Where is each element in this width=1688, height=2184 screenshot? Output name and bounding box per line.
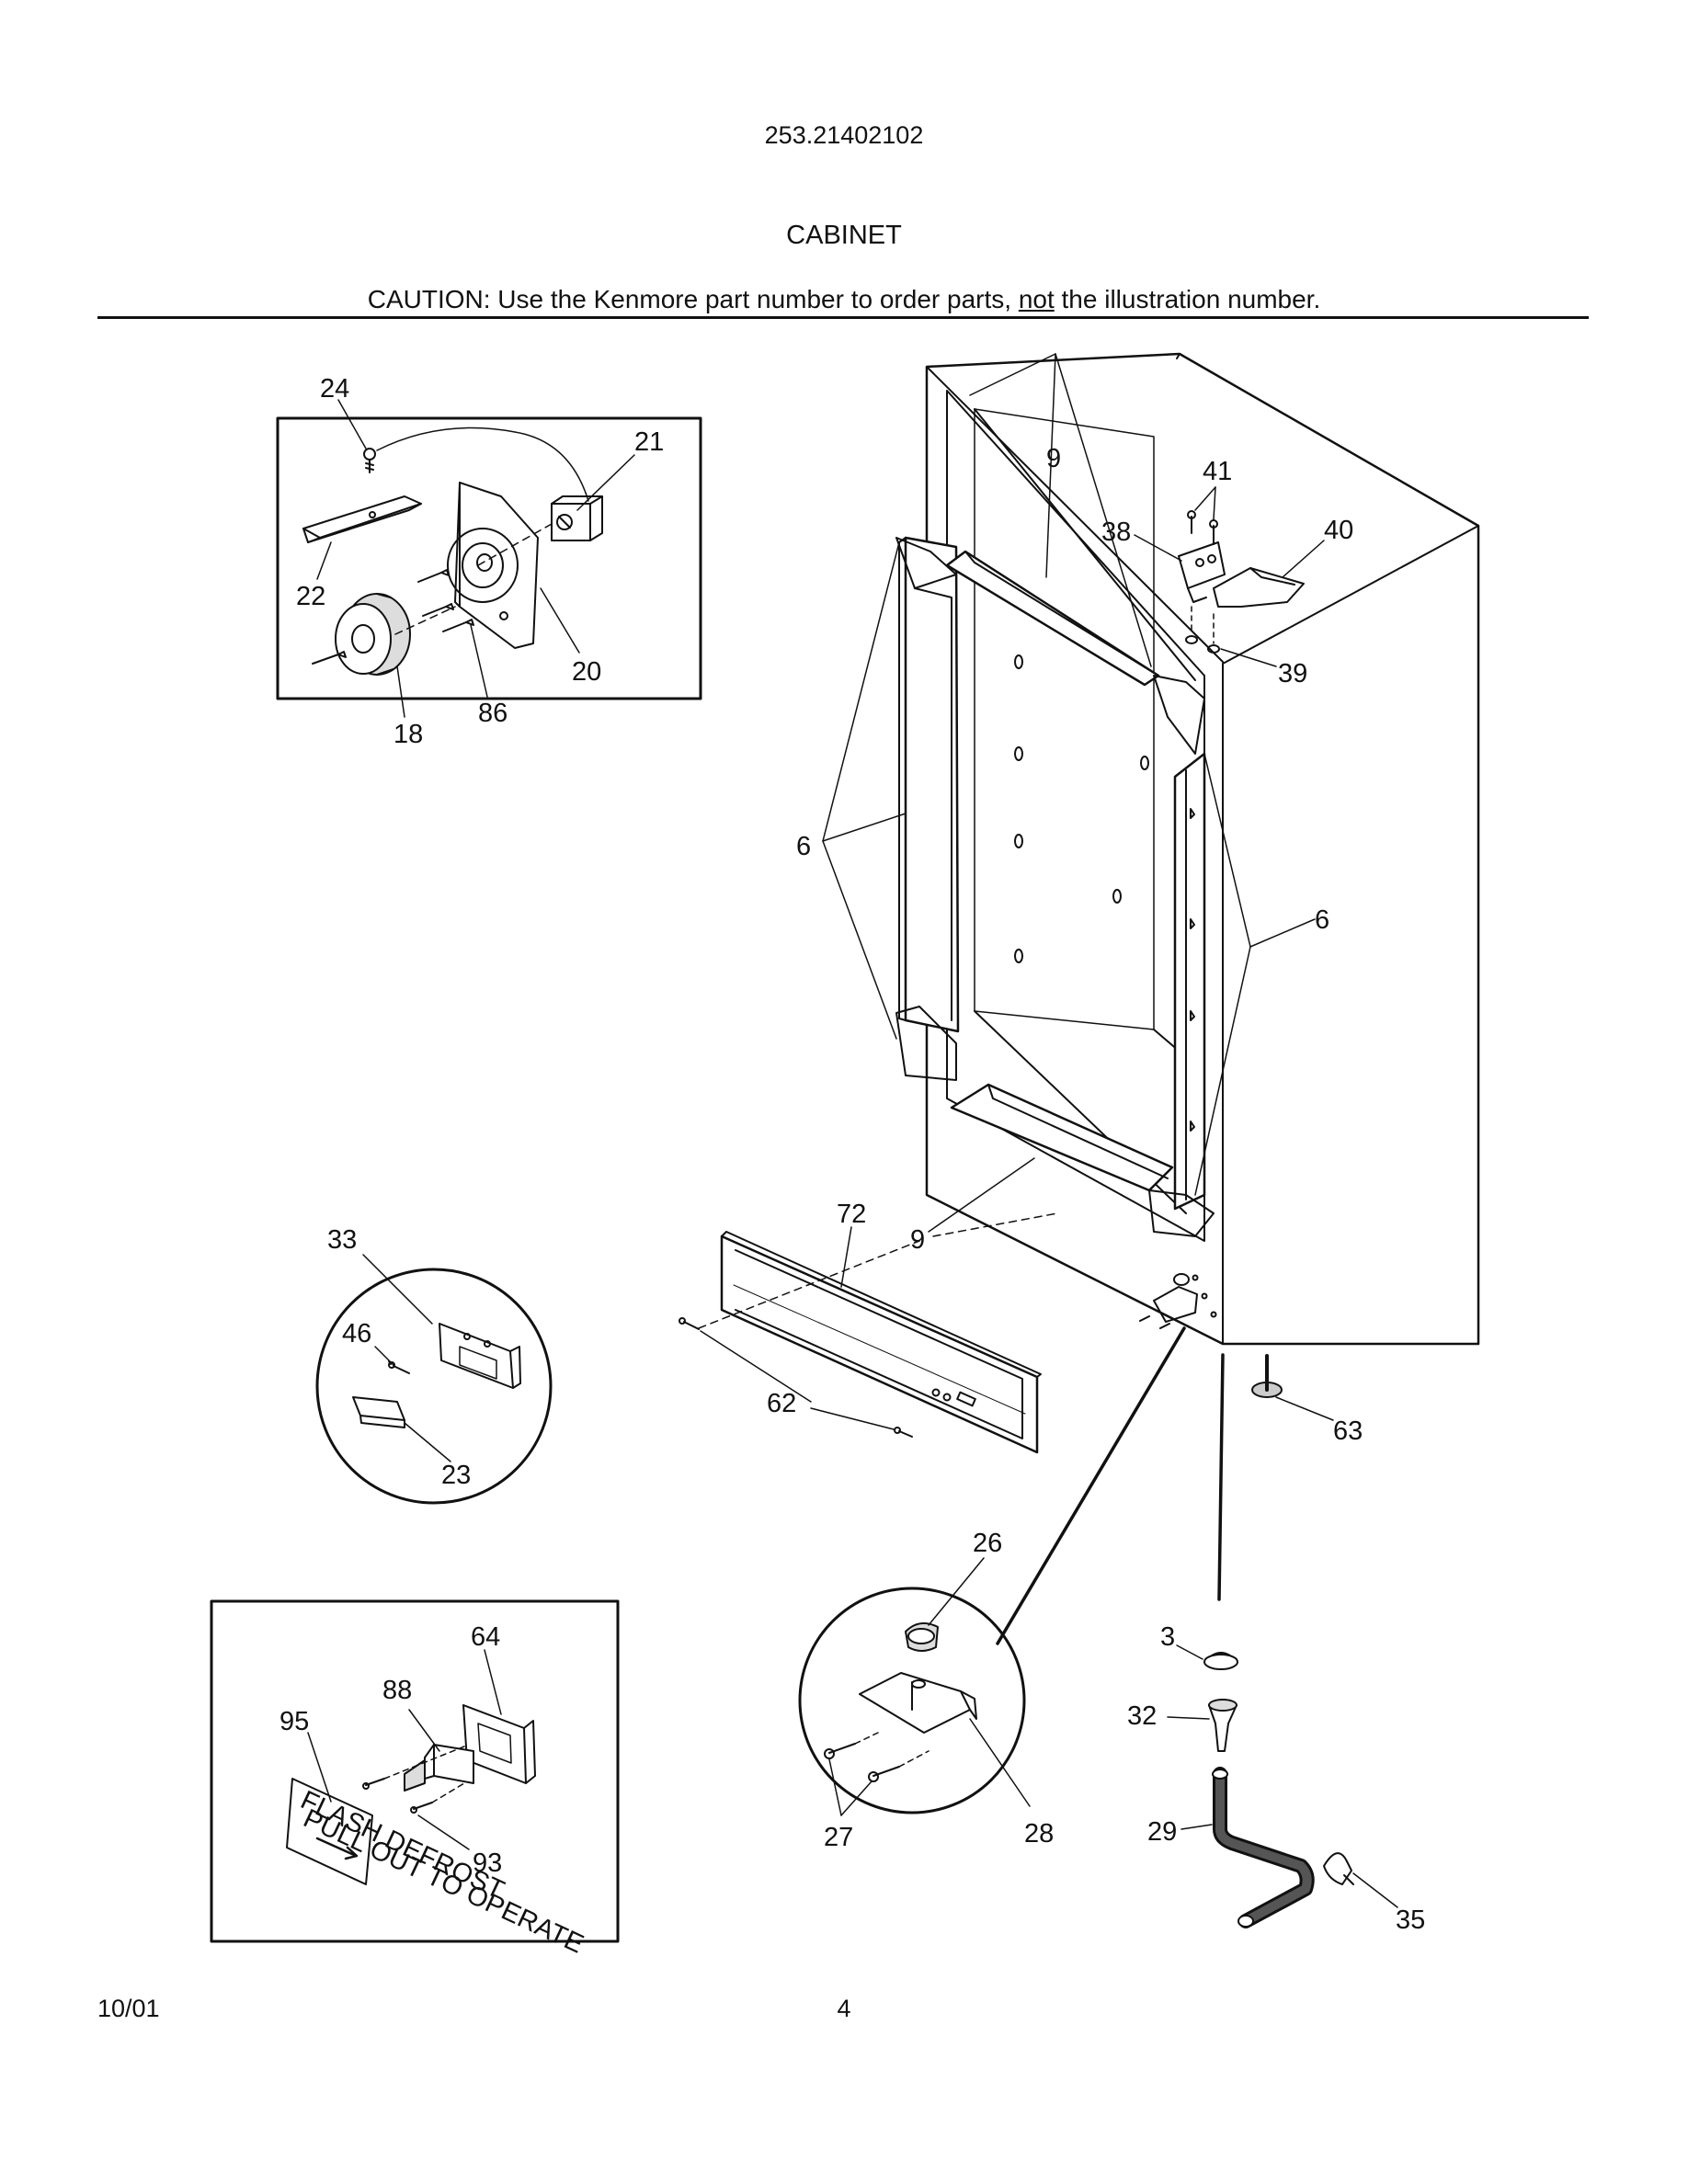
control-assembly-inset [276, 399, 702, 718]
callout-35: 35 [1396, 1905, 1425, 1935]
hinge-detail-leader [996, 1326, 1186, 1645]
gasket-top-9 [945, 550, 1160, 687]
callout-26: 26 [973, 1529, 1002, 1558]
gasket-right-6 [1173, 752, 1206, 1211]
callout-22: 22 [296, 582, 325, 611]
hinge-circle-leaders [828, 1557, 1031, 1816]
hinge-detail-circle [798, 1587, 1026, 1814]
callout-23: 23 [441, 1461, 471, 1490]
callout-32: 32 [1127, 1701, 1157, 1731]
callout-3: 3 [1160, 1622, 1175, 1652]
mounting-plate-20 [447, 482, 539, 649]
callout-20: 20 [572, 657, 601, 687]
callout-72: 72 [837, 1200, 866, 1229]
callout-88: 88 [382, 1676, 412, 1705]
page-number: 4 [837, 1995, 851, 2022]
toe-grille-72 [720, 1231, 1042, 1454]
corner-piece-bottom-right [1148, 1189, 1215, 1237]
callout-38: 38 [1101, 518, 1131, 547]
screw-24 [363, 448, 376, 473]
caution-text-end: the illustration number. [1054, 285, 1321, 313]
inset-leaders [316, 399, 635, 718]
caution-note: CAUTION: Use the Kenmore part number to … [0, 285, 1688, 314]
cabinet-body [925, 352, 1480, 1346]
callout-39: 39 [1278, 659, 1307, 688]
callout-9-bottom: 9 [910, 1225, 925, 1255]
callout-63: 63 [1333, 1416, 1363, 1446]
defrost-switch-inset [210, 1599, 620, 1943]
callout-33: 33 [327, 1225, 357, 1255]
corner-piece-top-left [895, 537, 957, 589]
screws-86 [312, 569, 474, 665]
callout-93: 93 [473, 1848, 502, 1878]
leg-parts [1167, 1644, 1398, 1928]
callout-62: 62 [767, 1389, 796, 1418]
gasket-left-6 [898, 536, 960, 1033]
callout-41: 41 [1203, 457, 1232, 486]
leveling-leg-63 [1251, 1354, 1334, 1421]
caution-text-underlined: not [1018, 285, 1055, 313]
header-rule [97, 316, 1589, 319]
switch-detail-circle [315, 1268, 553, 1505]
callout-6-right: 6 [1315, 905, 1329, 935]
corner-piece-bottom-left [895, 1006, 957, 1081]
callout-46: 46 [342, 1319, 371, 1348]
section-title: CABINET [786, 221, 902, 250]
callout-6-left: 6 [796, 832, 811, 861]
leg-detail-leader [1217, 1353, 1225, 1601]
screws-62 [679, 1317, 913, 1438]
callout-9-top: 9 [1046, 444, 1061, 473]
callout-18: 18 [393, 720, 423, 749]
callout-40: 40 [1324, 516, 1353, 545]
grille-leaders [700, 1226, 895, 1430]
top-hinge-assembly [1178, 510, 1305, 654]
label-line-pull-out: PULL OUT TO OPERATE [299, 1803, 587, 1959]
corner-piece-top-right [1153, 675, 1205, 755]
callout-95: 95 [279, 1707, 309, 1736]
bracket-22 [302, 495, 422, 543]
knob-18 [335, 593, 411, 676]
gasket-bottom-9 [950, 1083, 1174, 1192]
switch-leaders [362, 1254, 451, 1462]
cabinet-leaders [822, 353, 1316, 1233]
callout-64: 64 [471, 1622, 500, 1652]
callout-27: 27 [824, 1823, 853, 1852]
model-number: 253.21402102 [764, 121, 924, 149]
callout-29: 29 [1147, 1817, 1177, 1847]
callout-numbers: 24 21 22 20 18 86 9 41 38 40 39 6 6 72 9… [279, 374, 1425, 1935]
callout-24: 24 [320, 374, 349, 404]
caution-text-start: CAUTION: Use the Kenmore part number to … [367, 285, 1019, 313]
hinge-leaders [1134, 486, 1325, 667]
callout-28: 28 [1024, 1819, 1054, 1848]
callout-86: 86 [478, 699, 508, 728]
grille-assembly-lines [698, 1212, 1058, 1329]
revision-date: 10/01 [97, 1995, 160, 2022]
bottom-hinge-on-cabinet [1139, 1273, 1198, 1329]
defrost-leaders [307, 1649, 502, 1850]
thermostat-21 [551, 495, 603, 541]
callout-21: 21 [634, 427, 664, 457]
